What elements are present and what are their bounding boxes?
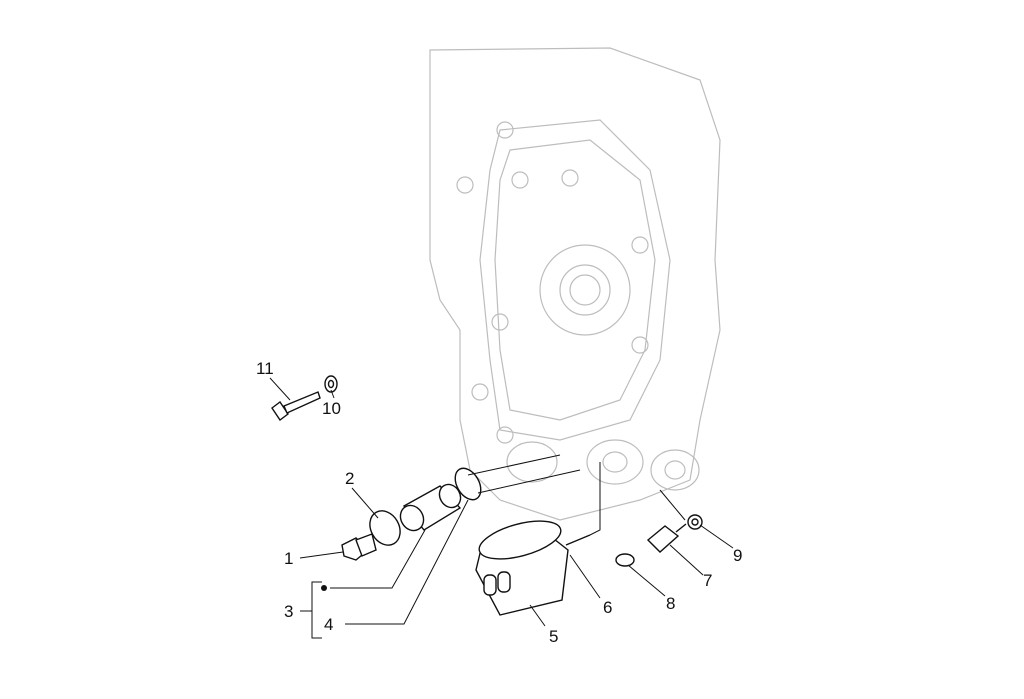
callout-8: 8 (666, 594, 675, 613)
crankcase-housing (429, 47, 721, 521)
part-6-stud (565, 534, 591, 546)
part-5-oil-filter (475, 520, 569, 616)
part-11-bolt (271, 391, 321, 422)
callout-9: 9 (733, 546, 742, 565)
part-7-sensor (646, 523, 687, 553)
callout-7: 7 (703, 571, 712, 590)
callout-3: 3 (284, 602, 293, 621)
callout-5: 5 (549, 627, 558, 646)
part-4-o-ring (454, 467, 482, 501)
leader-lines (269, 377, 734, 639)
part-8-clip (615, 553, 635, 567)
part-9-washer (687, 514, 703, 530)
callout-6: 6 (603, 598, 612, 617)
callout-4: 4 (324, 615, 333, 634)
callout-10: 10 (322, 399, 341, 418)
part-10-washer (324, 375, 338, 393)
callout-11: 11 (256, 359, 274, 378)
callout-2: 2 (345, 469, 354, 488)
part-4-oil-strainer (399, 483, 462, 532)
part-1-drain-plug (341, 533, 377, 561)
callout-1: 1 (284, 549, 293, 568)
kit-bullet-icon (321, 585, 327, 591)
